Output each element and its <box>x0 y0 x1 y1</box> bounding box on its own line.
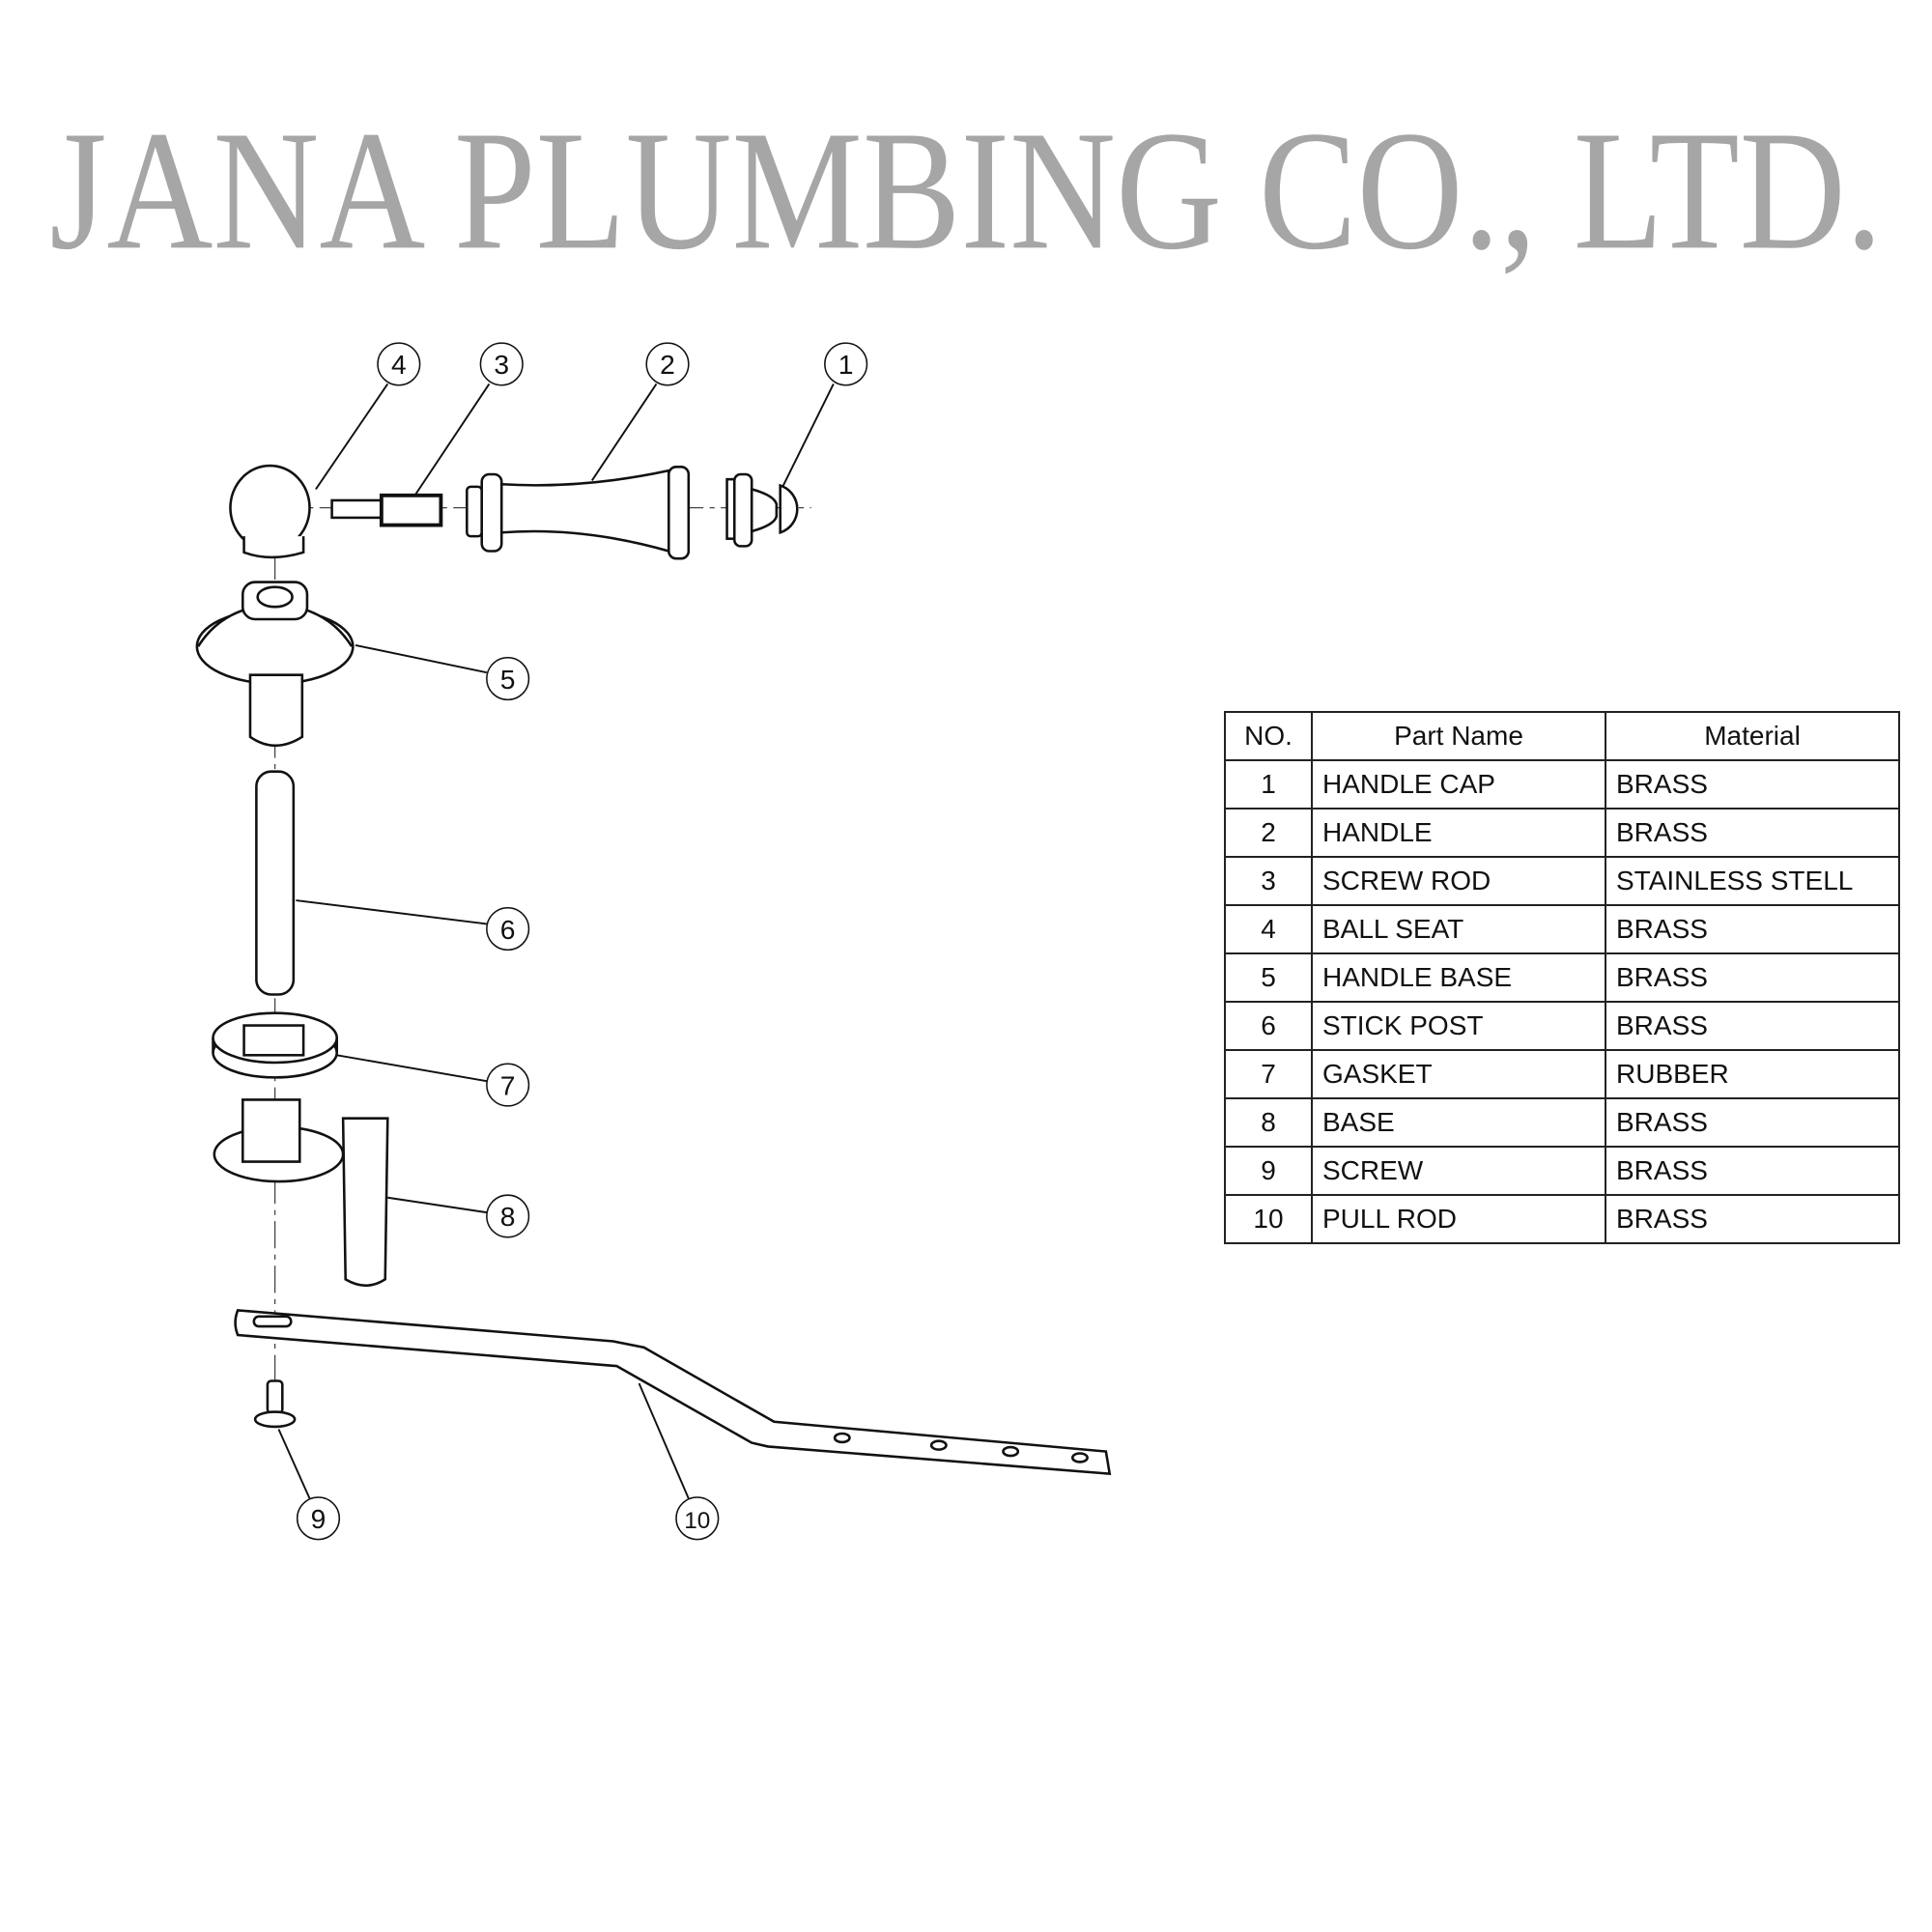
svg-text:8: 8 <box>500 1201 516 1232</box>
callouts: 1 2 3 4 5 6 7 8 9 10 <box>296 342 868 1541</box>
part-handle-cap <box>725 472 799 548</box>
part-pull-rod <box>234 1309 1112 1476</box>
callout-8: 8 <box>486 1194 530 1238</box>
cell-no: 4 <box>1224 904 1313 954</box>
callout-2: 2 <box>645 342 690 386</box>
cell-material: BRASS <box>1605 952 1900 1003</box>
header-material: Material <box>1605 711 1900 761</box>
cell-part-name: HANDLE <box>1311 808 1606 858</box>
cell-no: 5 <box>1224 952 1313 1003</box>
cell-material: BRASS <box>1605 1194 1900 1244</box>
table-header-row: NO. Part Name Material <box>1224 711 1900 761</box>
part-screw-rod <box>330 493 443 527</box>
svg-text:1: 1 <box>838 349 854 380</box>
svg-text:7: 7 <box>500 1069 516 1100</box>
cell-no: 6 <box>1224 1001 1313 1051</box>
part-handle <box>466 466 691 560</box>
svg-text:9: 9 <box>311 1503 327 1534</box>
cell-part-name: BASE <box>1311 1097 1606 1148</box>
cell-no: 3 <box>1224 856 1313 906</box>
header-no: NO. <box>1224 711 1313 761</box>
part-stick-post <box>255 770 296 996</box>
part-handle-base <box>195 581 355 748</box>
cell-part-name: PULL ROD <box>1311 1194 1606 1244</box>
svg-text:10: 10 <box>684 1508 710 1534</box>
callout-1: 1 <box>824 342 868 386</box>
callout-7: 7 <box>486 1063 530 1107</box>
cell-material: STAINLESS STELL <box>1605 856 1900 906</box>
header-part-name: Part Name <box>1311 711 1606 761</box>
cell-part-name: HANDLE CAP <box>1311 759 1606 810</box>
cell-no: 2 <box>1224 808 1313 858</box>
callout-4: 4 <box>377 342 421 386</box>
part-gasket <box>212 1011 339 1079</box>
cell-material: BRASS <box>1605 808 1900 858</box>
svg-text:4: 4 <box>391 349 407 380</box>
cell-part-name: BALL SEAT <box>1311 904 1606 954</box>
callout-3: 3 <box>479 342 524 386</box>
cell-material: RUBBER <box>1605 1049 1900 1099</box>
svg-text:5: 5 <box>500 664 516 695</box>
cell-material: BRASS <box>1605 1097 1900 1148</box>
cell-part-name: SCREW ROD <box>1311 856 1606 906</box>
cell-material: BRASS <box>1605 1001 1900 1051</box>
part-ball-seat <box>229 464 311 559</box>
callout-10: 10 <box>675 1496 720 1541</box>
callout-9: 9 <box>296 1496 341 1541</box>
cell-material: BRASS <box>1605 1146 1900 1196</box>
cell-no: 1 <box>1224 759 1313 810</box>
svg-text:2: 2 <box>660 349 675 380</box>
callout-6: 6 <box>486 906 530 952</box>
cell-no: 9 <box>1224 1146 1313 1196</box>
cell-no: 8 <box>1224 1097 1313 1148</box>
part-screw <box>253 1379 297 1429</box>
svg-text:3: 3 <box>494 349 509 380</box>
leader-lines <box>277 383 835 1499</box>
cell-material: BRASS <box>1605 759 1900 810</box>
cell-part-name: HANDLE BASE <box>1311 952 1606 1003</box>
cell-part-name: STICK POST <box>1311 1001 1606 1051</box>
cell-no: 10 <box>1224 1194 1313 1244</box>
cell-part-name: SCREW <box>1311 1146 1606 1196</box>
cell-no: 7 <box>1224 1049 1313 1099</box>
part-base <box>213 1098 389 1288</box>
svg-text:6: 6 <box>500 914 516 945</box>
cell-part-name: GASKET <box>1311 1049 1606 1099</box>
cell-material: BRASS <box>1605 904 1900 954</box>
callout-5: 5 <box>486 657 530 701</box>
